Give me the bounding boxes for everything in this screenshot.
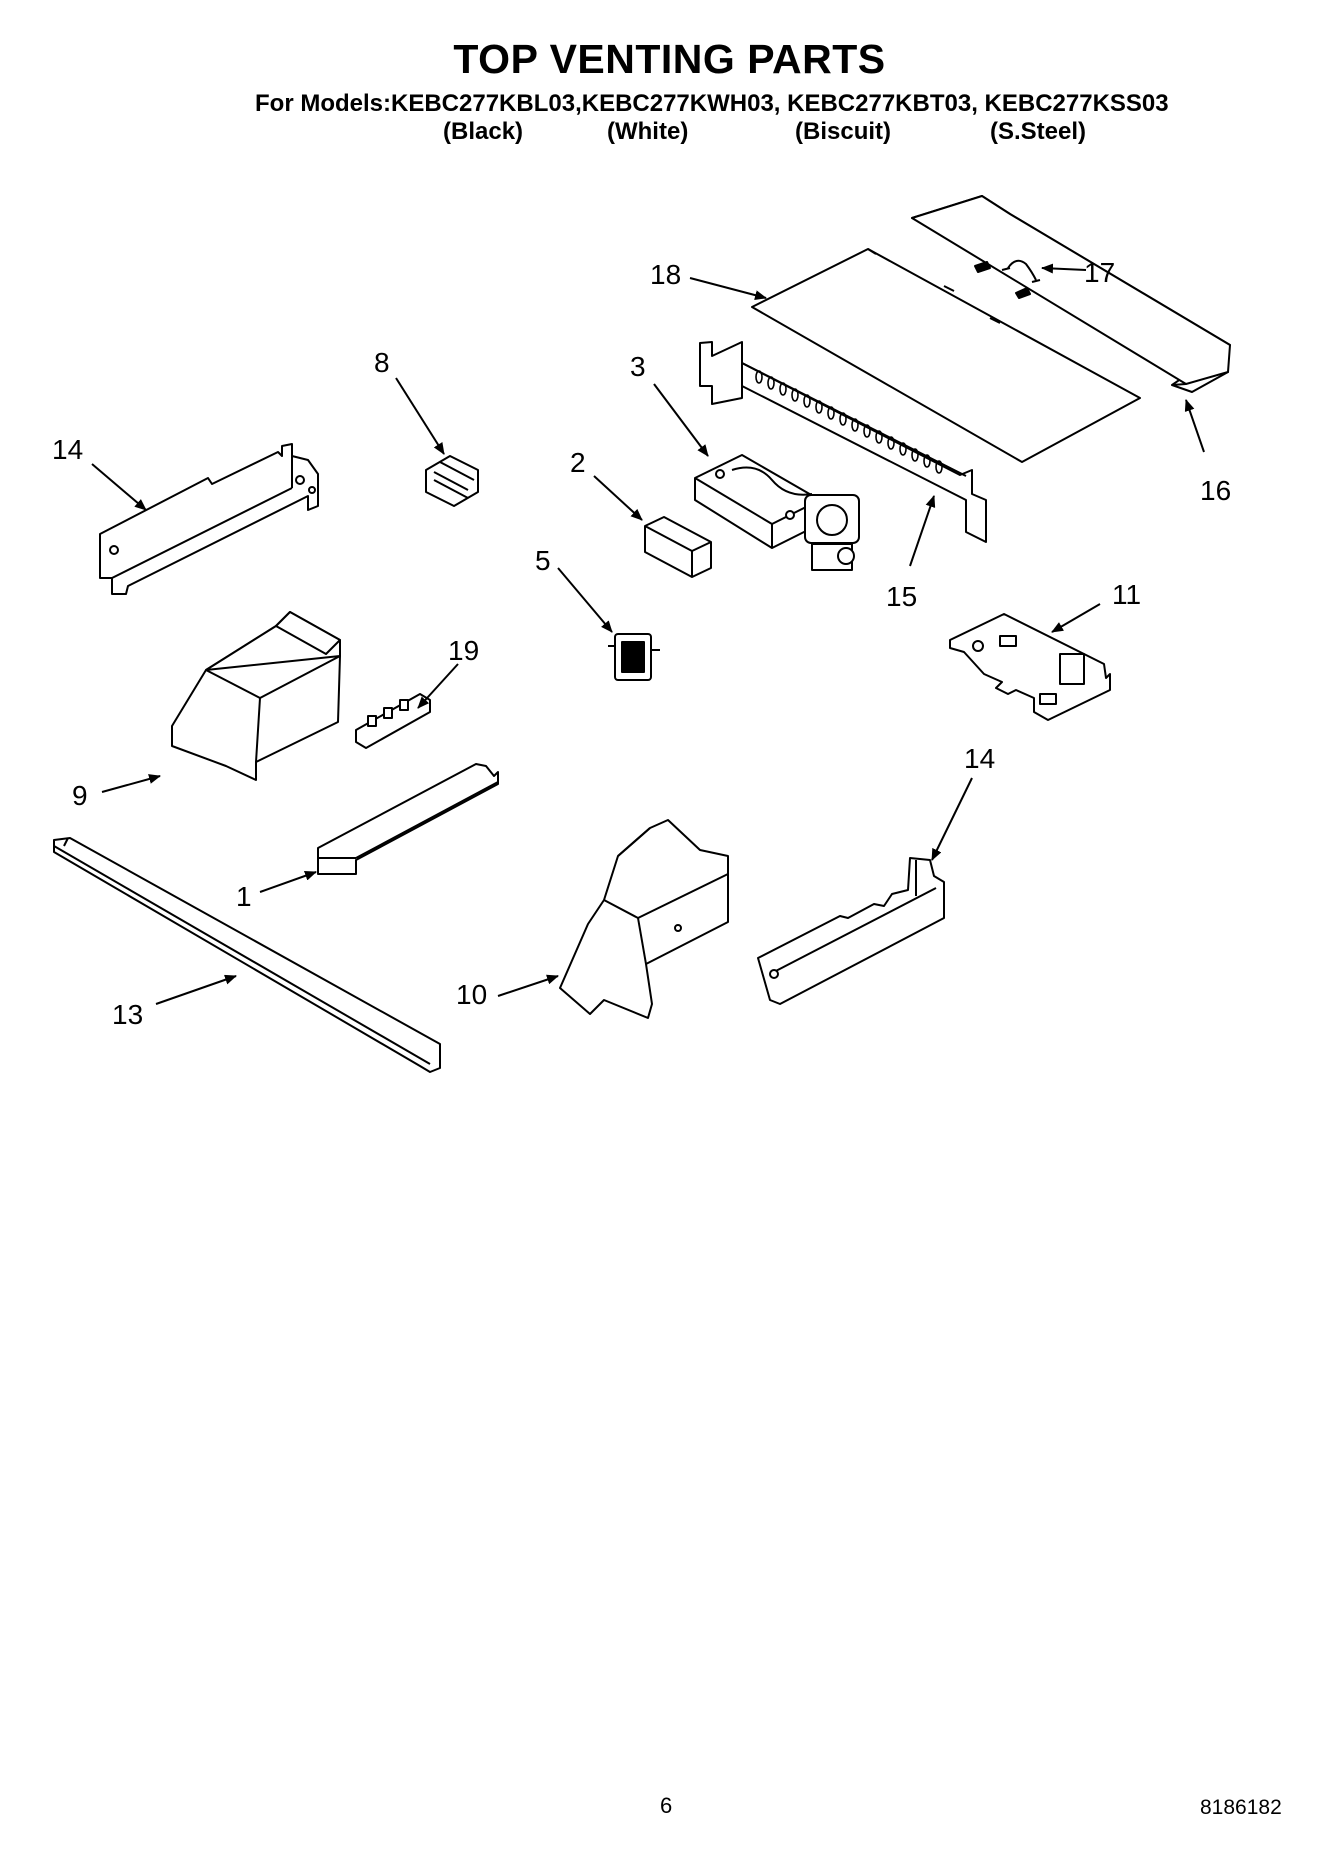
leader-18 — [689, 277, 767, 301]
document-number: 8186182 — [1200, 1796, 1282, 1819]
part-15-vent-holes — [755, 370, 943, 474]
page-number: 6 — [660, 1793, 673, 1818]
page-title: TOP VENTING PARTS — [453, 36, 886, 82]
color-biscuit: (Biscuit) — [795, 118, 891, 145]
part-14-side-bracket-left — [99, 443, 319, 595]
callout-16: 16 — [1200, 475, 1231, 506]
part-13-front-trim — [53, 837, 441, 1073]
part-3-blower-motor — [694, 454, 860, 571]
color-black: (Black) — [443, 118, 524, 145]
callout-13: 13 — [112, 999, 143, 1030]
leader-13 — [155, 974, 237, 1005]
callout-5: 5 — [535, 545, 551, 576]
leader-15 — [909, 495, 936, 567]
callout-15: 15 — [886, 581, 917, 612]
leader-5 — [557, 567, 613, 633]
callout-10: 10 — [456, 979, 487, 1010]
leader-14a — [91, 463, 147, 511]
callout-14-lower: 14 — [964, 743, 995, 774]
part-10-lower-duct — [559, 819, 729, 1019]
part-5-switch — [608, 633, 660, 681]
part-1-channel — [317, 763, 499, 875]
leader-8 — [395, 377, 445, 455]
leader-1 — [259, 870, 317, 893]
callout-8: 8 — [374, 347, 390, 378]
callout-2: 2 — [570, 447, 586, 478]
part-2-foam-block — [644, 516, 712, 578]
color-stainless: (S.Steel) — [990, 118, 1087, 145]
model-list: For Models:KEBC277KBL03,KEBC277KWH03, KE… — [255, 90, 1169, 117]
part-17-clip — [1001, 259, 1041, 283]
leader-2 — [593, 475, 643, 521]
part-8-terminal-block — [425, 455, 479, 507]
leader-9 — [101, 774, 161, 793]
leader-14b — [931, 777, 973, 861]
part-9-air-duct — [171, 611, 341, 781]
callout-14-upper: 14 — [52, 434, 83, 465]
part-16-top-cover — [911, 195, 1231, 393]
callout-19: 19 — [448, 635, 479, 666]
callout-1: 1 — [236, 881, 252, 912]
part-11-mounting-plate — [949, 613, 1111, 721]
leader-10 — [497, 974, 559, 997]
leader-17 — [1041, 263, 1087, 274]
callout-18: 18 — [650, 259, 681, 290]
part-19-wire-clip — [355, 693, 431, 749]
leader-16 — [1184, 399, 1205, 453]
leader-19 — [417, 663, 459, 709]
color-white: (White) — [607, 118, 689, 145]
leader-lines — [91, 263, 1205, 1005]
leader-3 — [653, 383, 709, 457]
callout-11: 11 — [1112, 579, 1141, 610]
callout-9: 9 — [72, 780, 88, 811]
callout-3: 3 — [630, 351, 646, 382]
leader-11 — [1051, 603, 1101, 633]
callout-labels: 18 17 16 8 3 14 2 15 5 11 19 9 14 1 13 1… — [52, 257, 1231, 1030]
callout-17: 17 — [1084, 257, 1115, 288]
part-14-side-bracket-right — [757, 857, 945, 1005]
part-18-vent-shield — [751, 248, 1141, 463]
